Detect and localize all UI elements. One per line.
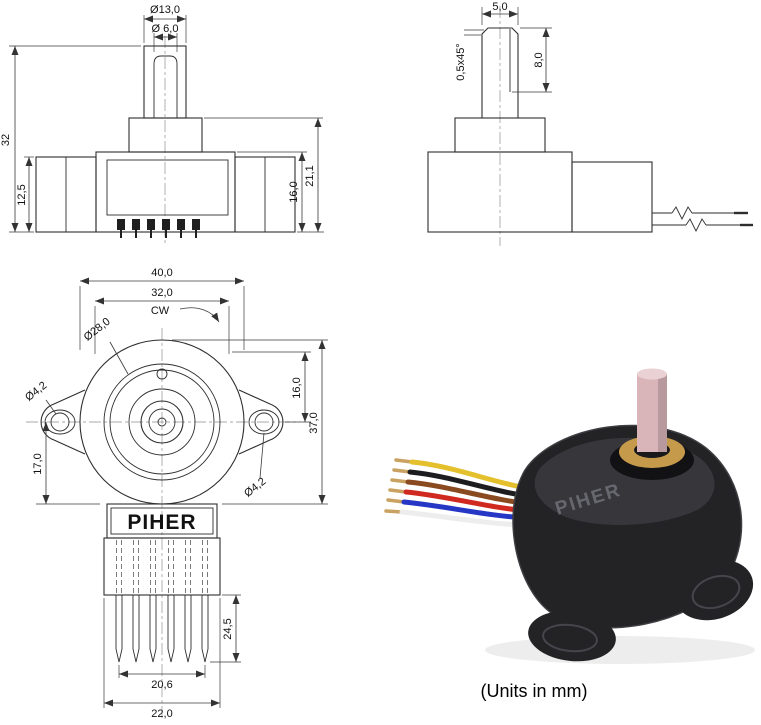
wire-terminal: [386, 498, 406, 504]
dim-connector-width: 22,0: [103, 598, 221, 720]
top-right-hole: [254, 412, 274, 432]
dim-label: 16,0: [291, 377, 303, 398]
dim-body-dia: 40,0: [79, 267, 245, 350]
dim-left-hole: Ø4,2: [23, 380, 57, 415]
dim-pin-span: 20,6: [118, 665, 206, 691]
dim-overall-height: 37,0: [172, 339, 328, 505]
top-right-ear: [238, 389, 284, 455]
dim-collar-height: 21,1: [204, 117, 323, 232]
bottom-lobe-recess: [542, 623, 598, 653]
wire-terminal: [384, 509, 404, 514]
dim-label: 12,5: [16, 184, 28, 205]
dim-body-height: 16,0: [237, 151, 324, 233]
front-inner-housing: [106, 159, 229, 216]
cw-arrow: [179, 307, 220, 323]
top-locating-pin: [156, 368, 168, 380]
shaft-shading: [658, 374, 667, 452]
side-view: 5,0 0,5x45° 8,0: [427, 1, 753, 246]
shaft-top: [637, 368, 667, 380]
dim-label: 5,0: [492, 1, 507, 13]
top-boss-ring: [103, 363, 221, 481]
dim-label: 32: [0, 134, 12, 146]
product-shaft: [637, 374, 667, 452]
wire-terminal: [388, 488, 408, 494]
dim-shaft-flat: 5,0: [481, 1, 519, 25]
connector: [103, 537, 221, 663]
connector-hidden-pins: [116, 540, 208, 594]
dim-shaft-inner-dia: Ø 6,0: [152, 23, 179, 52]
brand-plate: PIHER: [106, 503, 218, 539]
dim-label: 16,0: [288, 181, 300, 202]
dim-label: 21,1: [304, 165, 316, 186]
connector-pins: [115, 594, 209, 663]
front-collar: [128, 117, 203, 153]
side-shaft: [481, 27, 519, 118]
dim-label: 24,5: [222, 618, 234, 639]
dim-label: 40,0: [151, 267, 172, 279]
dim-label: 0,5x45°: [455, 43, 467, 80]
connector-body: [103, 537, 221, 596]
wire-terminal: [390, 478, 410, 484]
dim-chamfer: 0,5x45°: [455, 29, 484, 81]
dim-label: Ø4,2: [23, 380, 49, 404]
wire-terminal: [394, 458, 414, 464]
dim-boss-dia: Ø28,0: [82, 316, 129, 375]
top-left-hole: [50, 412, 70, 432]
side-wires: [652, 206, 753, 233]
side-wire-housing: [571, 161, 653, 233]
product-shadow: [485, 636, 755, 664]
dim-total-height: 32: [0, 45, 141, 233]
brand-label: PIHER: [127, 511, 196, 534]
dim-label: Ø 6,0: [152, 23, 179, 35]
product-bottom-lobe: [528, 610, 616, 662]
dim-label: 32,0: [151, 287, 172, 299]
rotation-direction: CW: [151, 305, 220, 323]
dim-shaft-outer-dia: Ø13,0: [143, 4, 187, 43]
dim-flat-length: 8,0: [512, 27, 552, 93]
dim-label: 8,0: [533, 52, 545, 67]
dim-inner-width: 32,0: [94, 287, 230, 354]
product-photo: PIHER: [384, 368, 755, 664]
top-view: 40,0 32,0 CW Ø28,0 Ø4,2 Ø4,2 16,0: [23, 267, 328, 720]
dim-upper-height: 16,0: [232, 351, 311, 423]
dim-lower-height: 17,0: [32, 422, 100, 505]
dim-label: 37,0: [308, 412, 320, 433]
top-left-ear: [40, 389, 86, 455]
rotation-label: CW: [151, 305, 170, 317]
dim-label: Ø28,0: [82, 316, 113, 344]
dim-lower-height: 12,5: [16, 156, 34, 232]
dim-label: 20,6: [151, 679, 172, 691]
units-note: (Units in mm): [481, 681, 588, 701]
dim-pin-length: 24,5: [210, 594, 241, 663]
dim-label: Ø4,2: [242, 476, 268, 500]
front-view: Ø13,0 Ø 6,0 32 12,5 16,0 21,1: [0, 4, 324, 246]
wire-white: [399, 509, 529, 528]
dim-label: Ø13,0: [150, 4, 180, 16]
right-lobe-recess: [691, 574, 741, 610]
product-right-lobe: [674, 559, 754, 621]
top-shaft-outline: [140, 400, 184, 444]
dim-label: 17,0: [32, 453, 44, 474]
front-pins: [117, 219, 200, 238]
dim-label: 22,0: [151, 708, 172, 720]
wire-terminal: [392, 468, 412, 474]
front-shaft-bore: [153, 55, 178, 118]
